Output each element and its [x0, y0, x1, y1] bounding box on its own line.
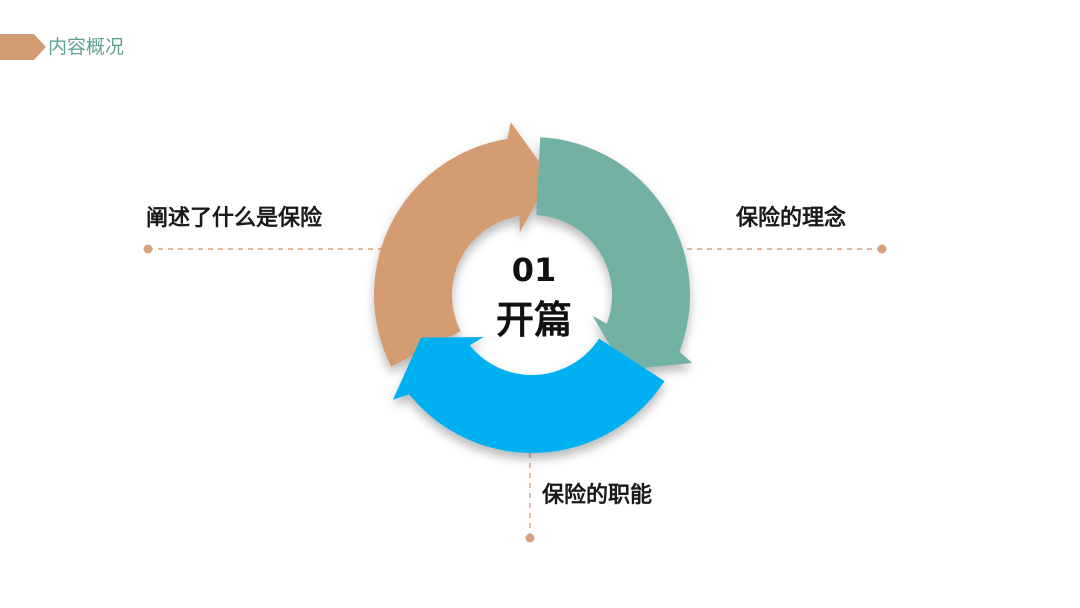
item-label-bottom: 保险的职能	[542, 483, 653, 508]
cycle-arrow-teal	[536, 137, 693, 370]
cycle-arrow-orange	[373, 122, 551, 367]
leader-dot-right-outer	[877, 244, 887, 254]
chevron-tab-icon	[0, 34, 46, 60]
center-title: 开篇	[495, 298, 572, 342]
leader-dot-left	[143, 244, 153, 254]
item-label-right: 保险的理念	[736, 206, 847, 231]
center-number: 01	[511, 251, 557, 289]
leader-dot-bottom-outer	[525, 533, 535, 543]
item-label-left: 阐述了什么是保险	[146, 206, 323, 231]
cycle-arrow-blue	[393, 337, 665, 454]
header-title: 内容概况	[48, 36, 125, 58]
cycle-arrows	[373, 122, 693, 454]
